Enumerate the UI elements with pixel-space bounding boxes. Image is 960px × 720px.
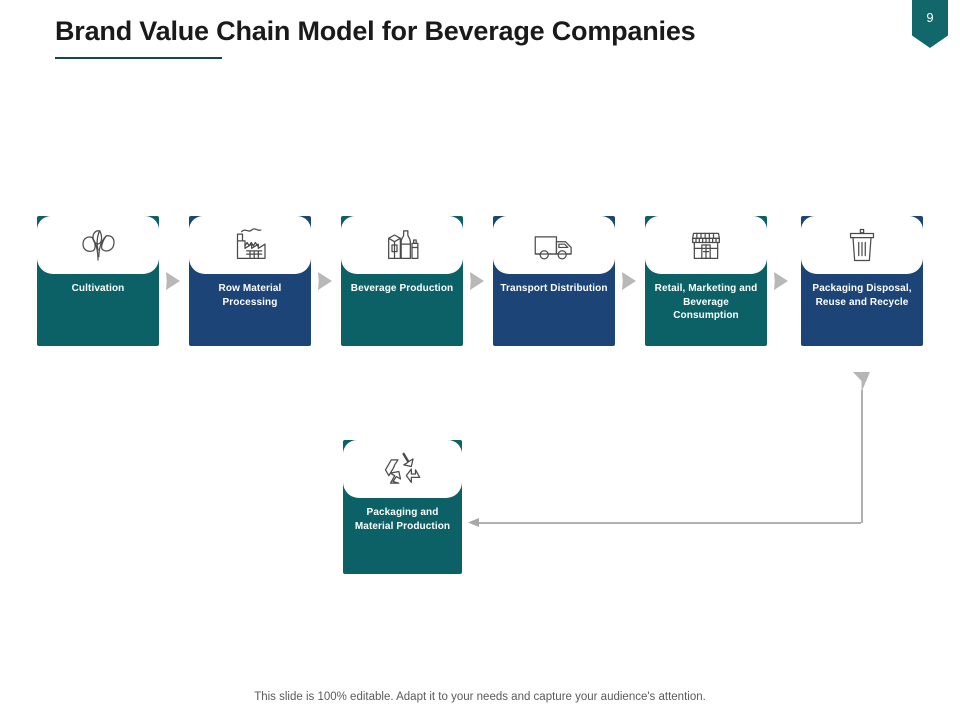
connector-5-chevron-icon <box>774 272 788 290</box>
process-card-beverage-production[interactable]: Beverage Production <box>341 216 463 346</box>
trash-bin-icon <box>844 225 880 265</box>
footer-note: This slide is 100% editable. Adapt it to… <box>254 691 706 703</box>
card-label-packaging-disposal: Packaging Disposal, Reuse and Recycle <box>812 283 912 308</box>
recycle-icon <box>381 449 425 489</box>
process-card-transport-distribution[interactable]: Transport Distribution <box>493 216 615 346</box>
card-icon-panel-packaging-material-production <box>343 440 462 498</box>
feedback-arrow-down-icon <box>853 372 870 392</box>
page-title: Brand Value Chain Model for Beverage Com… <box>55 16 696 46</box>
card-icon-panel-cultivation <box>37 216 159 274</box>
feedback-horizontal-line <box>478 522 861 524</box>
connector-2-chevron-icon <box>318 272 332 290</box>
card-icon-panel-retail-consumption <box>645 216 767 274</box>
card-label-transport-distribution: Transport Distribution <box>500 283 608 294</box>
feedback-arrow-left-icon <box>468 518 479 527</box>
card-label-beverage-production: Beverage Production <box>350 283 454 294</box>
card-icon-panel-transport-distribution <box>493 216 615 274</box>
process-card-raw-material-processing[interactable]: Row Material Processing <box>189 216 311 346</box>
card-icon-panel-raw-material-processing <box>189 216 311 274</box>
card-icon-panel-beverage-production <box>341 216 463 274</box>
process-card-cultivation[interactable]: Cultivation <box>37 216 159 346</box>
title-underline-rule <box>55 57 222 59</box>
storefront-icon <box>686 225 726 265</box>
bottles-icon <box>382 225 422 265</box>
connector-1-chevron-icon <box>166 272 180 290</box>
card-label-retail-consumption: Retail, Marketing and Beverage Consumpti… <box>654 283 758 321</box>
process-card-packaging-disposal[interactable]: Packaging Disposal, Reuse and Recycle <box>801 216 923 346</box>
process-card-retail-consumption[interactable]: Retail, Marketing and Beverage Consumpti… <box>645 216 767 346</box>
leaf-icon <box>78 225 118 265</box>
card-label-raw-material-processing: Row Material Processing <box>218 283 282 308</box>
feedback-vertical-line <box>861 390 863 523</box>
page-number-badge: 9 <box>912 0 948 48</box>
connector-3-chevron-icon <box>470 272 484 290</box>
card-icon-panel-packaging-disposal <box>801 216 923 274</box>
factory-icon <box>230 225 270 265</box>
truck-icon <box>532 225 576 265</box>
card-label-cultivation: Cultivation <box>71 283 125 294</box>
connector-4-chevron-icon <box>622 272 636 290</box>
card-label-packaging-material-production: Packaging and Material Production <box>354 507 451 532</box>
process-card-packaging-material-production[interactable]: Packaging and Material Production <box>343 440 462 574</box>
